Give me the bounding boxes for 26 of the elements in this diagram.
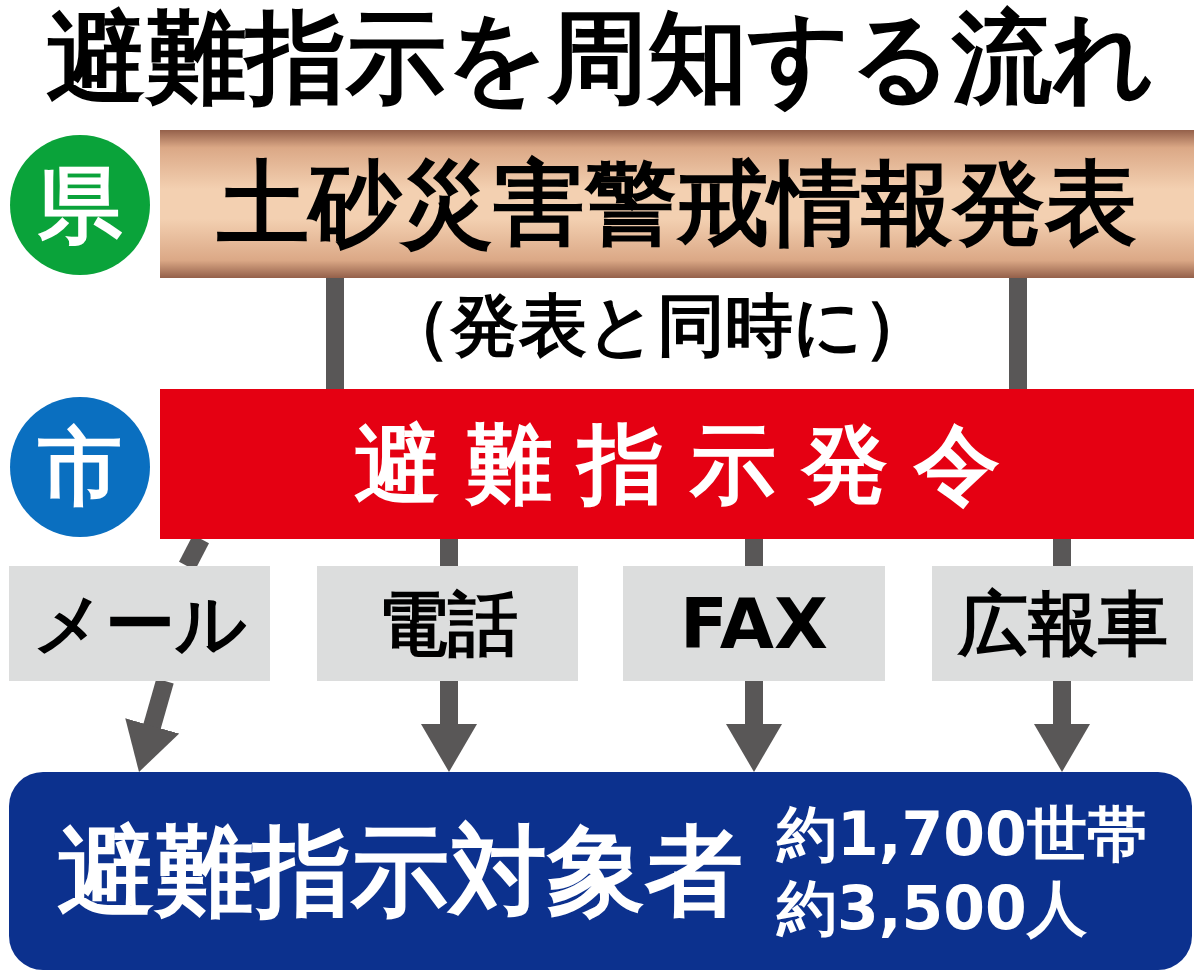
connector-line: [1053, 539, 1071, 566]
channel-box: [932, 566, 1193, 681]
connector-line: [1009, 278, 1027, 389]
note-text: （発表と同時に）: [382, 292, 932, 360]
connector-line: [745, 539, 763, 566]
arrow: [1034, 681, 1090, 772]
channel-box: [623, 566, 885, 681]
announcement-banner: [160, 130, 1194, 278]
node-label: 県: [38, 163, 122, 247]
node-label: 市: [38, 425, 122, 509]
channel-box: [317, 566, 578, 681]
title: 避難指示を周知する流れ: [45, 2, 1155, 114]
node-label: メール: [32, 588, 247, 659]
arrow: [726, 681, 782, 772]
node-note: 約1,700世帯: [777, 798, 1147, 871]
node-label: 避難指示発令: [353, 421, 1026, 507]
target-box: [9, 772, 1192, 970]
node-note: 約3,500人: [777, 872, 1088, 945]
node-label: 広報車: [957, 588, 1168, 659]
channel-box: [9, 566, 270, 681]
node-label: FAX: [680, 588, 828, 659]
connector-line: [440, 539, 458, 566]
connector-line: [326, 278, 344, 389]
arrow: [421, 681, 477, 772]
node-label: 電話: [377, 588, 518, 659]
order-banner: [160, 389, 1194, 539]
